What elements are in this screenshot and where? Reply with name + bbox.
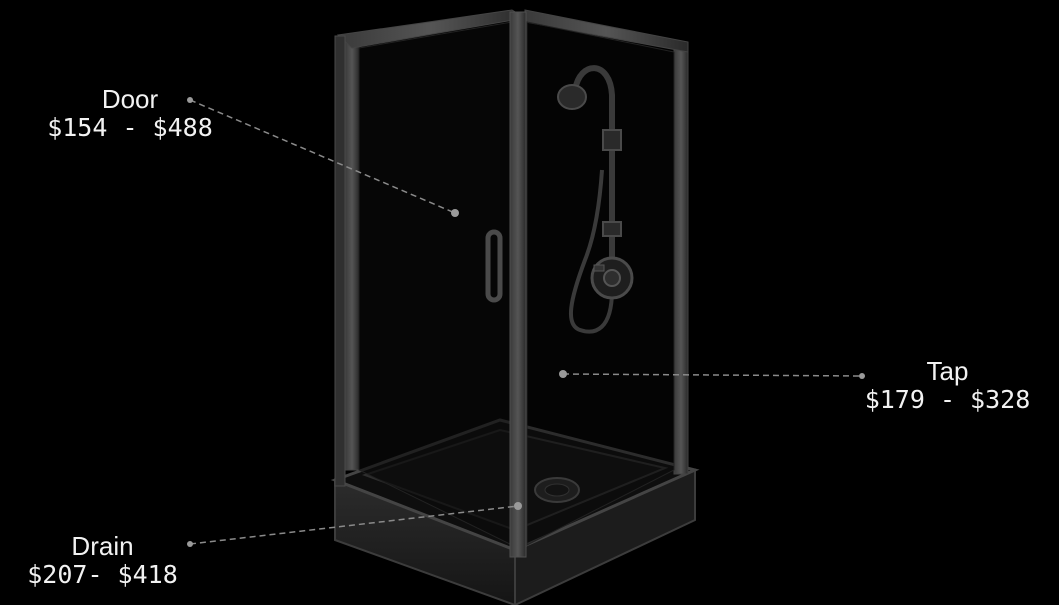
tap-label[interactable]: Tap $179 - $328	[840, 357, 1055, 415]
door-dot[interactable]	[451, 209, 459, 217]
drain-name: Drain	[0, 532, 205, 560]
door-price: $154 - $488	[20, 113, 240, 143]
drain-dot[interactable]	[514, 502, 522, 510]
mixer-tap	[592, 258, 632, 298]
drain-price: $207- $418	[0, 560, 205, 590]
tap-price: $179 - $328	[840, 385, 1055, 415]
door-label[interactable]: Door $154 - $488	[20, 85, 240, 143]
drain-label[interactable]: Drain $207- $418	[0, 532, 205, 590]
door-name: Door	[20, 85, 240, 113]
tap-name: Tap	[840, 357, 1055, 385]
tap-dot[interactable]	[559, 370, 567, 378]
